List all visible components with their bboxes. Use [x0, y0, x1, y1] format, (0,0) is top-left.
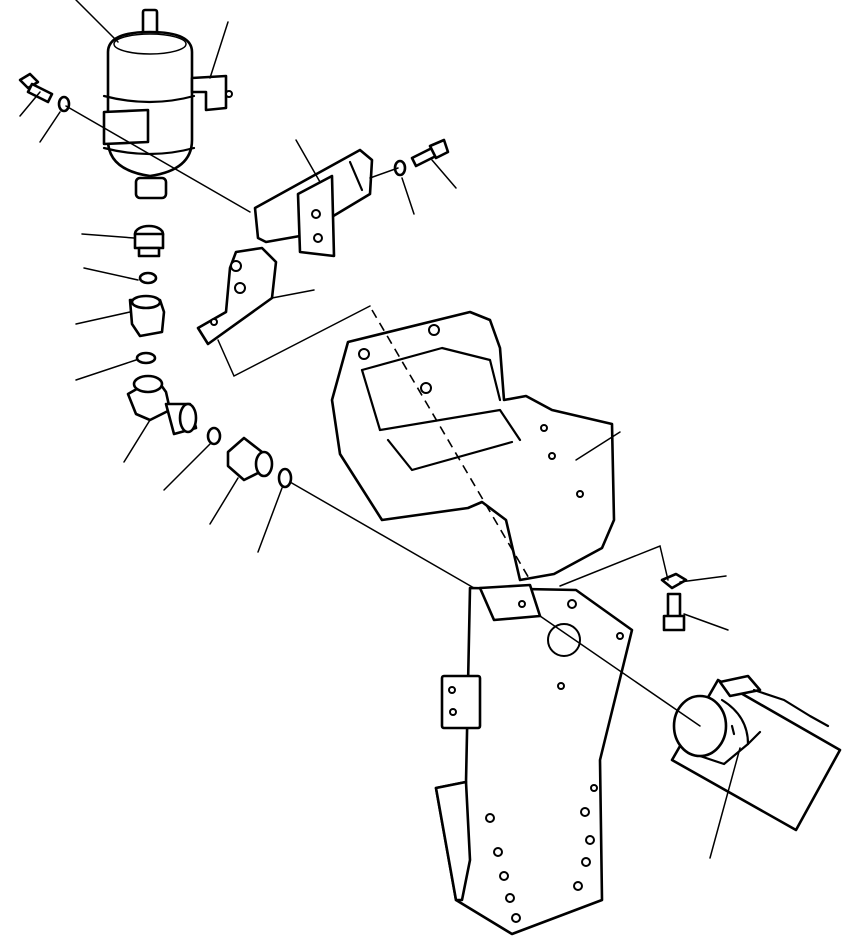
leader-o-ring-1	[83, 267, 139, 281]
main-plate	[434, 583, 634, 936]
o-ring-2	[135, 351, 157, 365]
leader-adapter	[81, 233, 135, 239]
leader-nut	[209, 477, 239, 525]
bolt-left	[18, 72, 54, 104]
washer-right	[393, 159, 407, 177]
leader-accumulator	[75, 0, 119, 43]
adapter-fitting	[133, 224, 165, 258]
assembly-lines	[65, 105, 701, 727]
hose-clip	[196, 246, 278, 346]
washer-left	[57, 95, 71, 113]
o-ring-1	[138, 271, 158, 285]
leader-bolt-left	[19, 91, 41, 117]
leader-o-ring-2	[75, 359, 137, 381]
upper-support	[330, 310, 616, 582]
leader-sensor	[709, 747, 741, 859]
leader-elbow	[123, 419, 151, 463]
mounting-bracket	[253, 148, 374, 258]
connector	[128, 294, 166, 338]
o-ring-3	[206, 426, 222, 446]
sensor-unit	[670, 674, 842, 832]
small-bolt	[662, 592, 686, 632]
leader-small-washer	[679, 575, 727, 583]
callout-leaders	[19, 0, 741, 859]
leader-washer-right	[401, 177, 415, 215]
accumulator	[106, 8, 194, 200]
leader-bracket	[295, 139, 321, 183]
leader-hose-clip	[271, 289, 315, 299]
leader-washer-left	[39, 111, 61, 143]
leader-o-ring-3	[163, 443, 211, 491]
o-ring-4	[277, 467, 293, 489]
elbow-fitting	[126, 374, 198, 436]
leader-o-ring-4	[257, 487, 283, 553]
nut-fitting	[226, 436, 274, 482]
leader-clamp	[209, 21, 229, 79]
leader-connector	[75, 311, 131, 325]
leader-small-bolt	[683, 613, 729, 631]
leader-bolt-right	[431, 159, 457, 189]
leader-upper-support	[575, 431, 621, 461]
bolt-right	[410, 138, 450, 168]
accumulator-clamp	[102, 74, 233, 156]
